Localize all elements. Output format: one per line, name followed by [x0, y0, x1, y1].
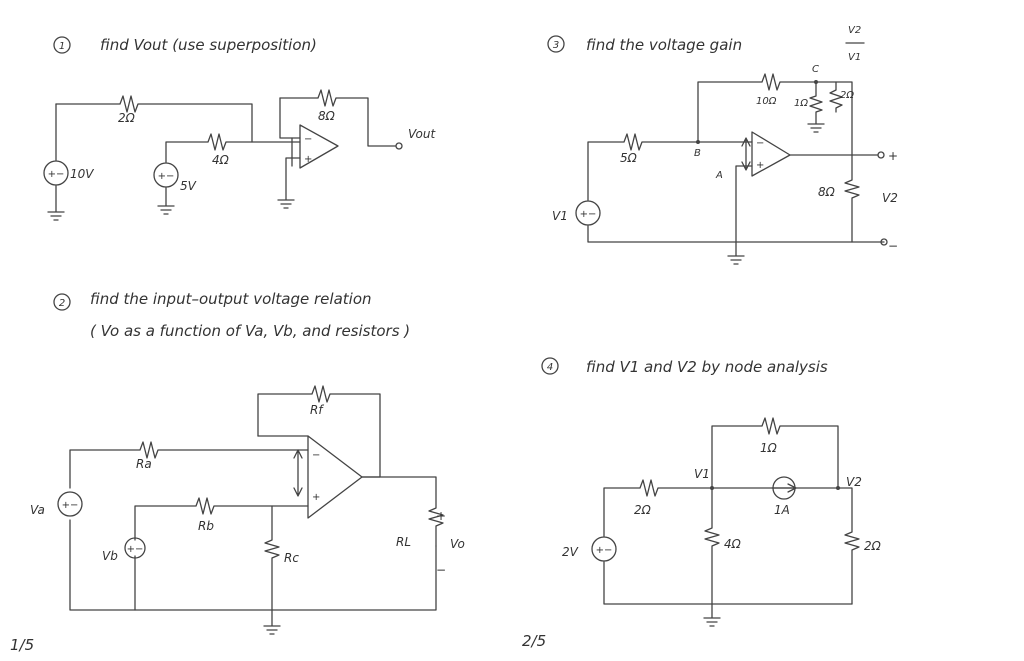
current-source-label: 1A: [774, 503, 790, 517]
node-v1-label: V1: [694, 467, 710, 481]
voltage-source-vb: [124, 537, 146, 559]
problem-prompt: find Vout (use superposition): [100, 36, 317, 54]
problem-number: 1: [59, 41, 65, 52]
problem-prompt: find V1 and V2 by node analysis: [586, 358, 828, 376]
problem-number: 3: [553, 40, 559, 51]
source-va-label: Va: [30, 503, 45, 517]
source-vb-label: Vb: [102, 549, 118, 563]
output-v2-label: V2: [882, 191, 898, 205]
problem-prompt-line1: find the input–output voltage relation: [90, 290, 372, 308]
resistor-rf-label: Rf: [310, 403, 324, 417]
resistor-2-label: 2Ω: [118, 111, 136, 125]
output-minus-sign: −: [888, 239, 898, 253]
node-v2-label: V2: [846, 475, 862, 489]
output-plus-sign: +: [888, 149, 898, 163]
problem-prompt-line2: ( Vo as a function of Va, Vb, and resist…: [90, 322, 410, 340]
svg-text:+: +: [756, 160, 764, 171]
svg-text:+−: +−: [48, 169, 65, 180]
node-b-label: B: [694, 148, 701, 159]
voltage-source-2v: [591, 536, 617, 562]
svg-text:+−: +−: [580, 209, 597, 220]
resistor-ra-label: Ra: [136, 457, 152, 471]
resistor-5-label: 5Ω: [620, 151, 638, 165]
problem-number-circle: [53, 293, 71, 311]
svg-text:−: −: [304, 134, 312, 145]
output-vo-label: Vo: [450, 537, 465, 551]
node-a-label: A: [715, 170, 723, 181]
output-minus-sign: −: [436, 563, 446, 577]
resistor-rc-label: Rc: [284, 551, 299, 565]
resistor-2a-label: 2Ω: [634, 503, 652, 517]
svg-text:+: +: [312, 492, 320, 503]
resistor-8-label: 8Ω: [318, 109, 336, 123]
problem-number-circle: [547, 35, 565, 53]
node-c-label: C: [812, 64, 819, 75]
output-plus-sign: +: [436, 509, 446, 523]
page-number-left: 1/5: [10, 636, 34, 654]
problem-number: 2: [59, 298, 65, 309]
source-10v-label: 10V: [70, 167, 94, 181]
resistor-1-label: 1Ω: [760, 441, 778, 455]
problem-2: 2 find the input–output voltage relation…: [30, 290, 465, 635]
problem-4: 4 find V1 and V2 by node analysis +− 2V …: [541, 357, 882, 627]
resistor-rl-label: RL: [396, 535, 411, 549]
resistor-2-label: 2Ω: [840, 90, 854, 101]
resistor-1-label: 1Ω: [794, 98, 808, 109]
svg-text:−: −: [756, 138, 764, 149]
vout-label: Vout: [408, 127, 436, 141]
problem-number-circle: [541, 357, 559, 375]
current-source-1a: [772, 476, 796, 500]
resistor-8-label: 8Ω: [818, 185, 836, 199]
circuit-4-wires: [603, 417, 860, 627]
voltage-source-va: [57, 491, 83, 517]
source-v1-label: V1: [552, 209, 568, 223]
problem-number-circle: [53, 36, 71, 54]
resistor-2b-label: 2Ω: [864, 539, 882, 553]
circuit-3-wires: [587, 73, 888, 265]
circuit-1-wires: [47, 89, 403, 221]
voltage-source-5v: [153, 162, 179, 188]
page-number-right: 2/5: [522, 632, 546, 650]
problem-number: 4: [547, 362, 553, 373]
gain-denominator: V1: [848, 52, 861, 63]
svg-text:+: +: [304, 154, 312, 165]
circuit-2-wires: [69, 385, 444, 635]
svg-text:−: −: [312, 450, 320, 461]
resistor-10-label: 10Ω: [756, 96, 777, 107]
problem-1: 1 find Vout (use superposition) +− 10V +…: [43, 36, 436, 221]
problem-3: 3 find the voltage gain V2 V1 +− V1 5Ω 1…: [547, 25, 898, 265]
svg-text:+−: +−: [158, 171, 175, 182]
source-5v-label: 5V: [180, 179, 197, 193]
svg-text:+−: +−: [127, 544, 144, 555]
problem-prompt: find the voltage gain: [586, 36, 742, 54]
resistor-rb-label: Rb: [198, 519, 214, 533]
resistor-4-label: 4Ω: [724, 537, 742, 551]
gain-numerator: V2: [848, 25, 861, 36]
source-2v-label: 2V: [562, 545, 579, 559]
voltage-source-10v: [43, 160, 69, 186]
svg-text:+−: +−: [62, 500, 79, 511]
svg-text:+−: +−: [596, 545, 613, 556]
resistor-4-label: 4Ω: [212, 153, 230, 167]
voltage-source-v1: [575, 200, 601, 226]
